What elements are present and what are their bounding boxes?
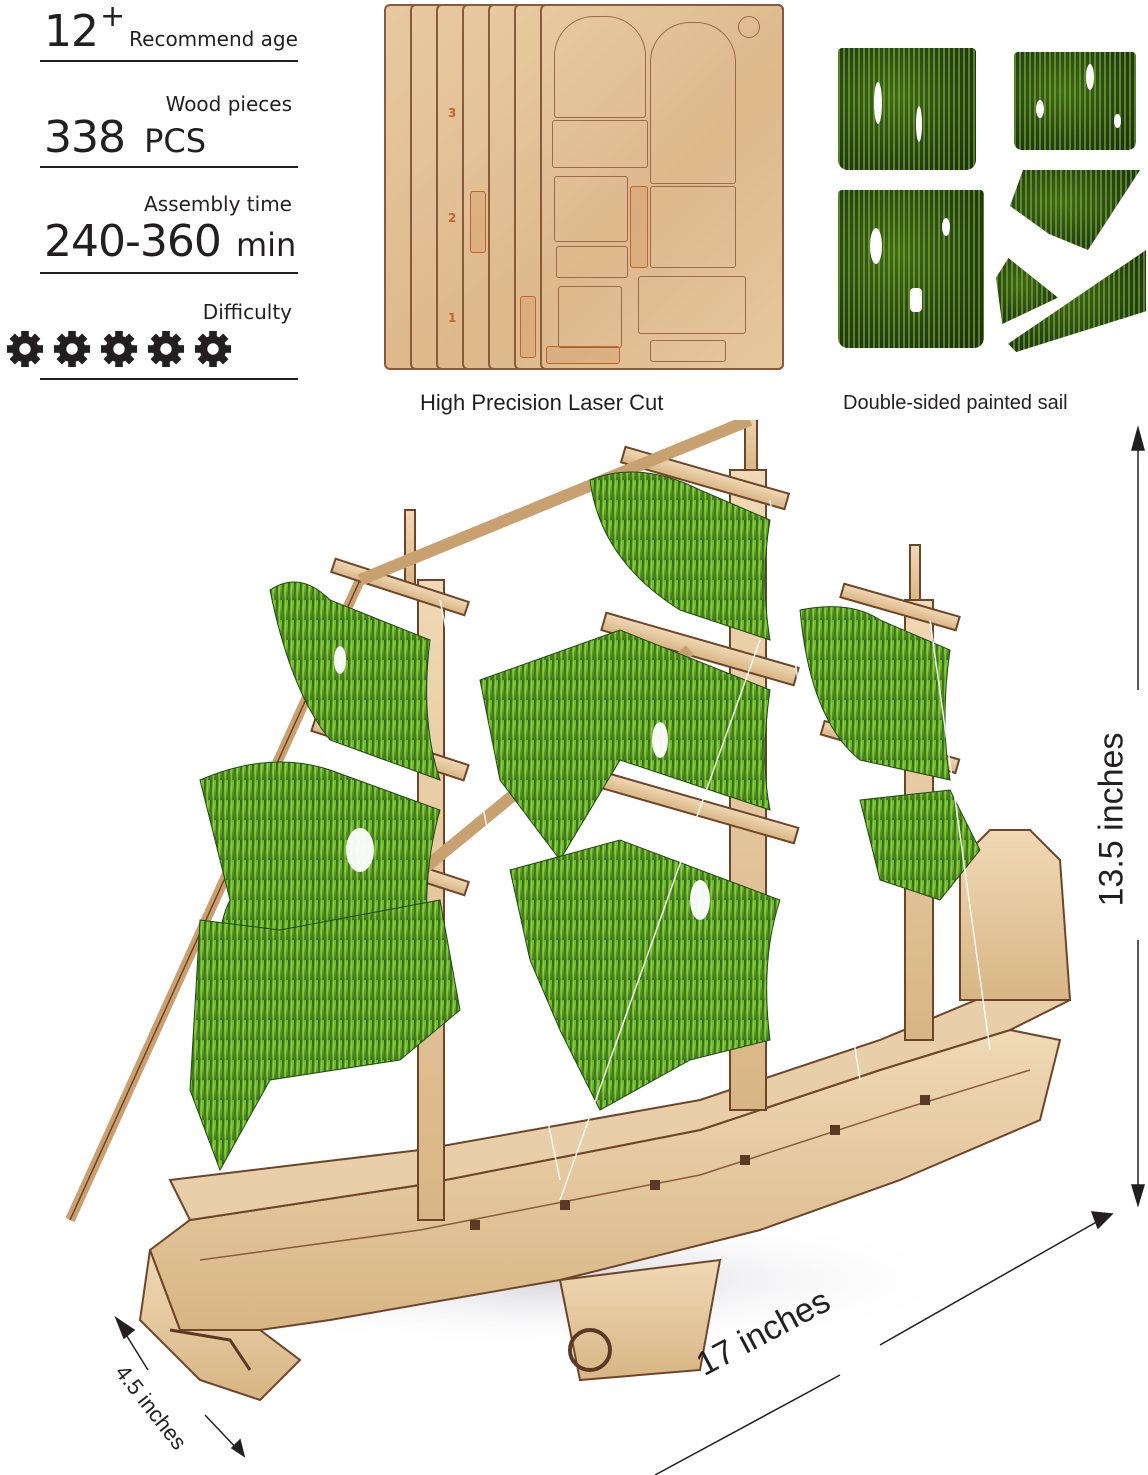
gear-icon [53, 330, 91, 368]
painted-sails-image [830, 40, 1148, 352]
spec-difficulty: Difficulty [40, 274, 298, 378]
gear-icon [194, 330, 232, 368]
sail-piece [1014, 52, 1136, 150]
wood-pieces-number: 338 [44, 112, 126, 163]
age-number: 12 [44, 6, 99, 57]
difficulty-rating [6, 330, 232, 368]
age-value: 12+Recommend age [44, 0, 298, 57]
sail-piece [1010, 170, 1140, 250]
age-plus: + [100, 0, 126, 34]
sheet-number: 1 [448, 311, 457, 325]
sail-caption: Double-sided painted sail [843, 392, 1068, 414]
assembly-time-unit: min [235, 226, 297, 264]
wood-pieces-label: Wood pieces [165, 92, 292, 116]
wood-sheet-front [540, 4, 784, 370]
spec-assembly-time: Assembly time 240-360 min [40, 168, 298, 274]
laser-cut-caption: High Precision Laser Cut [420, 390, 664, 415]
sheet-number: 3 [448, 106, 457, 120]
assembly-time-value: 240-360 min [44, 216, 296, 267]
height-dimension-label: 13.5 inches [1092, 732, 1131, 907]
laser-cut-sheets-image: 3 2 1 [384, 4, 784, 372]
wood-pieces-unit: PCS [144, 122, 207, 160]
sail-piece [996, 258, 1058, 324]
sail-piece [838, 48, 976, 170]
gear-icon [100, 330, 138, 368]
spec-age: 12+Recommend age [40, 0, 298, 62]
sail-piece [838, 190, 984, 348]
gear-icon [147, 330, 185, 368]
gear-icon [6, 330, 44, 368]
assembly-time-label: Assembly time [144, 192, 292, 216]
spec-wood-pieces: Wood pieces 338 PCS [40, 62, 298, 168]
wood-pieces-value: 338 PCS [44, 112, 206, 163]
age-label: Recommend age [129, 27, 298, 51]
assembly-time-number: 240-360 [44, 216, 222, 267]
sheet-number: 2 [448, 211, 457, 225]
difficulty-divider [40, 378, 298, 380]
difficulty-label: Difficulty [202, 300, 292, 324]
ship-model-image [65, 420, 1146, 1475]
